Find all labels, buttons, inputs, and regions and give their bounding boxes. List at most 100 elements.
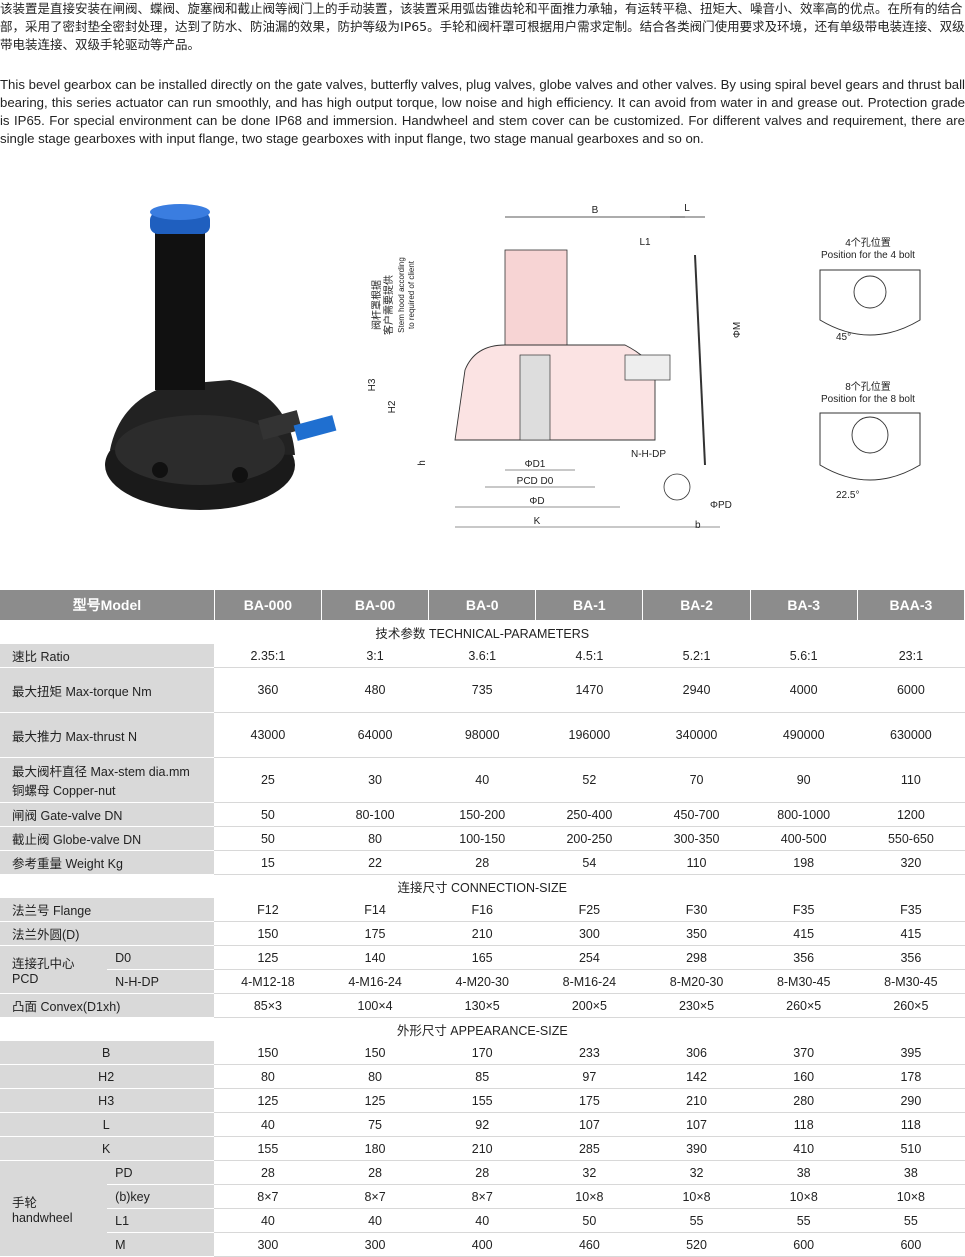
table-cell: 8-M30-45 <box>857 969 965 994</box>
table-cell: 600 <box>857 1232 965 1257</box>
hood-zh1: 阀杆罩根据 <box>370 280 383 330</box>
dim-pcd: PCD D0 <box>517 476 554 487</box>
table-cell: 28 <box>321 1160 429 1185</box>
table-cell: 150 <box>214 1040 322 1065</box>
table-cell: 100×4 <box>321 993 429 1018</box>
table-cell: 390 <box>642 1136 751 1161</box>
table-cell: 175 <box>321 921 429 946</box>
table-cell: 64000 <box>321 712 429 758</box>
table-cell: 54 <box>535 850 643 875</box>
table-cell: 298 <box>642 945 751 970</box>
pcd-label-zh: 连接孔中心 <box>12 957 75 971</box>
dim-l: L <box>684 203 690 214</box>
table-cell: 360 <box>214 667 322 713</box>
section-drawing: B L L1 ΦM 阀杆罩根据 客户需要提供 Stem hood accordi… <box>367 203 743 531</box>
table-cell: 356 <box>750 945 858 970</box>
table-cell: 210 <box>428 921 536 946</box>
table-cell: 254 <box>535 945 643 970</box>
table-cell: 400 <box>428 1232 536 1257</box>
table-cell: 200-250 <box>535 826 643 851</box>
model-col: BAA-3 <box>857 590 965 621</box>
dim-phipd: ΦPD <box>710 500 732 511</box>
table-cell: 175 <box>535 1088 643 1113</box>
table-cell: 2.35:1 <box>214 643 322 668</box>
row-label: 凸面 Convex(D1xh) <box>0 993 215 1018</box>
dim-phim: ΦM <box>732 322 743 338</box>
table-cell: 55 <box>750 1208 858 1233</box>
dim-l1: L1 <box>639 237 651 248</box>
table-cell: 260×5 <box>750 993 858 1018</box>
dim-h2: H2 <box>387 400 398 413</box>
intro-english: This bevel gearbox can be installed dire… <box>0 77 965 146</box>
table-cell: 3.6:1 <box>428 643 536 668</box>
table-cell: 10×8 <box>642 1184 751 1209</box>
row-label: N-H-DP <box>107 969 215 994</box>
table-cell: 80 <box>321 1064 429 1089</box>
handwheel-label-zh: 手轮 <box>12 1196 38 1210</box>
table-cell: 400-500 <box>750 826 858 851</box>
table-cell: 32 <box>535 1160 643 1185</box>
handwheel-label-en: handwheel <box>12 1211 73 1225</box>
table-cell: 110 <box>642 850 751 875</box>
table-cell: 198 <box>750 850 858 875</box>
hood-zh2: 客户需要提供 <box>382 275 395 335</box>
row-label: 最大扭矩 Max-torque Nm <box>0 667 215 713</box>
bolt8-zh: 8个孔位置 <box>845 380 891 393</box>
table-cell: 8×7 <box>321 1184 429 1209</box>
table-cell: 97 <box>535 1064 643 1089</box>
table-cell: 300 <box>214 1232 322 1257</box>
table-cell: 4.5:1 <box>535 643 643 668</box>
table-cell: 52 <box>535 757 643 803</box>
section-title: 技术参数 TECHNICAL-PARAMETERS <box>0 620 965 644</box>
table-cell: 1200 <box>857 802 965 827</box>
table-cell: 180 <box>321 1136 429 1161</box>
table-cell: 130×5 <box>428 993 536 1018</box>
section-row: 外形尺寸 APPEARANCE-SIZE <box>0 1017 965 1041</box>
table-cell: 210 <box>428 1136 536 1161</box>
table-cell: 75 <box>321 1112 429 1137</box>
table-cell: 735 <box>428 667 536 713</box>
section-title: 外形尺寸 APPEARANCE-SIZE <box>0 1017 965 1041</box>
row-label-text: 截止阀 Globe-valve DN <box>12 833 142 847</box>
table-cell: 300 <box>321 1232 429 1257</box>
bolt4-zh: 4个孔位置 <box>845 236 891 249</box>
table-cell: 5.2:1 <box>642 643 751 668</box>
table-cell: 38 <box>750 1160 858 1185</box>
bolt4-angle: 45° <box>836 332 851 343</box>
table-cell: 85 <box>428 1064 536 1089</box>
table-cell: 125 <box>214 945 322 970</box>
row-label-text: 速比 Ratio <box>12 650 70 664</box>
row-label-text: 参考重量 Weight Kg <box>12 857 123 871</box>
hood-en2: to required of client <box>407 260 416 329</box>
bolt8-en: Position for the 8 bolt <box>821 394 915 405</box>
row-label-text: 最大推力 Max-thrust N <box>12 729 138 744</box>
row-label: 闸阀 Gate-valve DN <box>0 802 215 827</box>
section-title: 连接尺寸 CONNECTION-SIZE <box>0 874 965 898</box>
table-cell: 142 <box>642 1064 751 1089</box>
table-cell: 300-350 <box>642 826 751 851</box>
table-cell: 80 <box>321 826 429 851</box>
row-label: 法兰号 Flange <box>0 897 215 922</box>
dim-h: h <box>417 460 428 466</box>
table-cell: 178 <box>857 1064 965 1089</box>
table-cell: 10×8 <box>857 1184 965 1209</box>
row-label-text: 最大阀杆直径 Max-stem dia.mm <box>12 765 190 779</box>
table-cell: 23:1 <box>857 643 965 668</box>
table-cell: 40 <box>428 1208 536 1233</box>
table-cell: 25 <box>214 757 322 803</box>
table-cell: 150 <box>214 921 322 946</box>
table-cell: 10×8 <box>750 1184 858 1209</box>
row-label: PD <box>107 1160 215 1185</box>
table-cell: 4-M20-30 <box>428 969 536 994</box>
table-cell: F35 <box>750 897 858 922</box>
table-cell: 285 <box>535 1136 643 1161</box>
table-cell: 520 <box>642 1232 751 1257</box>
